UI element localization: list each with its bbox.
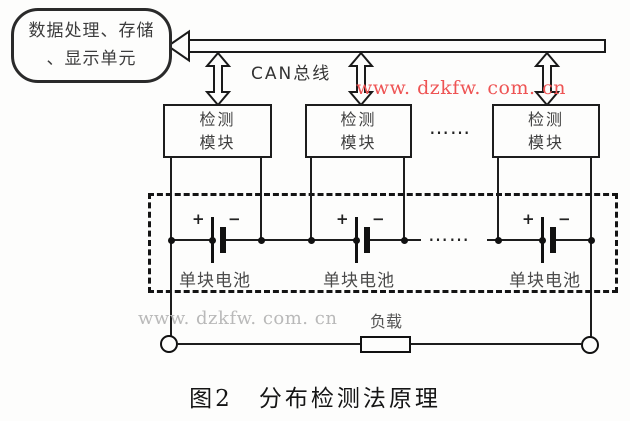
module-2-line1: 检测 bbox=[340, 109, 377, 129]
battery-1-plus-sign: + bbox=[192, 210, 205, 228]
battery-2-label: 单块电池 bbox=[323, 271, 395, 291]
string-wire-d bbox=[487, 239, 543, 241]
can-bus-bar bbox=[185, 39, 606, 53]
battery-cell-2: + − 单块电池 bbox=[304, 212, 414, 294]
sense-wire-2b bbox=[403, 158, 405, 240]
detection-module-3: 检测 模块 bbox=[492, 104, 600, 158]
module-ellipsis: …… bbox=[429, 115, 471, 139]
battery-cell-3: + − 单块电池 bbox=[490, 212, 600, 294]
battery-3-minus-sign: − bbox=[558, 210, 571, 228]
battery-1-minus-sign: − bbox=[228, 210, 241, 228]
terminal-circle-right bbox=[581, 336, 599, 354]
terminal-circle-left bbox=[160, 335, 178, 353]
string-wire-b bbox=[224, 239, 357, 241]
battery-1-label: 单块电池 bbox=[179, 271, 251, 291]
watermark-top: www. dzkfw. com. cn bbox=[356, 77, 566, 99]
string-end-wire-right bbox=[590, 240, 592, 337]
battery-cell-1: + − 单块电池 bbox=[160, 212, 270, 294]
battery-2-minus-sign: − bbox=[372, 210, 385, 228]
battery-3-negative-plate-icon bbox=[550, 227, 556, 253]
junction-dot bbox=[495, 237, 502, 244]
processing-unit-line1: 数据处理、存储 bbox=[28, 21, 155, 42]
battery-3-label: 单块电池 bbox=[509, 271, 581, 291]
can-bus-label: CAN总线 bbox=[251, 64, 332, 84]
module-3-line2: 模块 bbox=[527, 133, 564, 152]
string-wire-a bbox=[171, 239, 212, 241]
battery-2-plus-sign: + bbox=[336, 210, 349, 228]
load-resistor-box bbox=[360, 336, 411, 353]
detection-module-2: 检测 模块 bbox=[305, 104, 412, 158]
module-1-line2: 模块 bbox=[199, 133, 236, 152]
sense-wire-1a bbox=[170, 158, 172, 240]
junction-dot bbox=[353, 237, 360, 244]
string-end-wire-left bbox=[170, 240, 172, 336]
figure-caption-number: 图2 bbox=[189, 386, 233, 412]
junction-dot bbox=[258, 237, 265, 244]
junction-dot bbox=[308, 237, 315, 244]
load-wire-left bbox=[177, 343, 360, 345]
figure-caption-title: 分布检测法原理 bbox=[258, 386, 441, 412]
battery-1-negative-plate-icon bbox=[220, 227, 226, 253]
watermark-bottom: www. dzkfw. com. cn bbox=[138, 308, 338, 329]
module-3-line1: 检测 bbox=[527, 109, 564, 129]
processing-unit-line2: 、显示单元 bbox=[46, 48, 137, 69]
junction-dot bbox=[539, 237, 546, 244]
sense-wire-2a bbox=[310, 158, 312, 240]
junction-dot bbox=[401, 237, 408, 244]
sense-wire-3a bbox=[497, 158, 499, 240]
string-wire-c bbox=[368, 239, 421, 241]
junction-dot bbox=[209, 237, 216, 244]
sense-wire-1b bbox=[260, 158, 262, 240]
processing-unit-box: 数据处理、存储 、显示单元 bbox=[11, 8, 172, 83]
figure-caption: 图2 分布检测法原理 bbox=[0, 379, 630, 413]
sense-wire-3b bbox=[590, 158, 592, 240]
module-1-line1: 检测 bbox=[199, 109, 236, 129]
module-2-line2: 模块 bbox=[340, 133, 377, 152]
junction-dot bbox=[168, 237, 175, 244]
string-ellipsis: …… bbox=[428, 222, 470, 246]
battery-2-negative-plate-icon bbox=[364, 227, 370, 253]
double-arrow-icon-1 bbox=[204, 51, 232, 107]
load-label: 负载 bbox=[369, 312, 402, 331]
detection-module-1: 检测 模块 bbox=[163, 104, 272, 158]
string-wire-e bbox=[554, 239, 591, 241]
battery-string-dashed-box bbox=[148, 193, 618, 293]
battery-3-plus-sign: + bbox=[522, 210, 535, 228]
load-wire-right bbox=[410, 343, 582, 345]
bus-left-arrowhead-icon bbox=[166, 29, 190, 63]
junction-dot bbox=[588, 237, 595, 244]
